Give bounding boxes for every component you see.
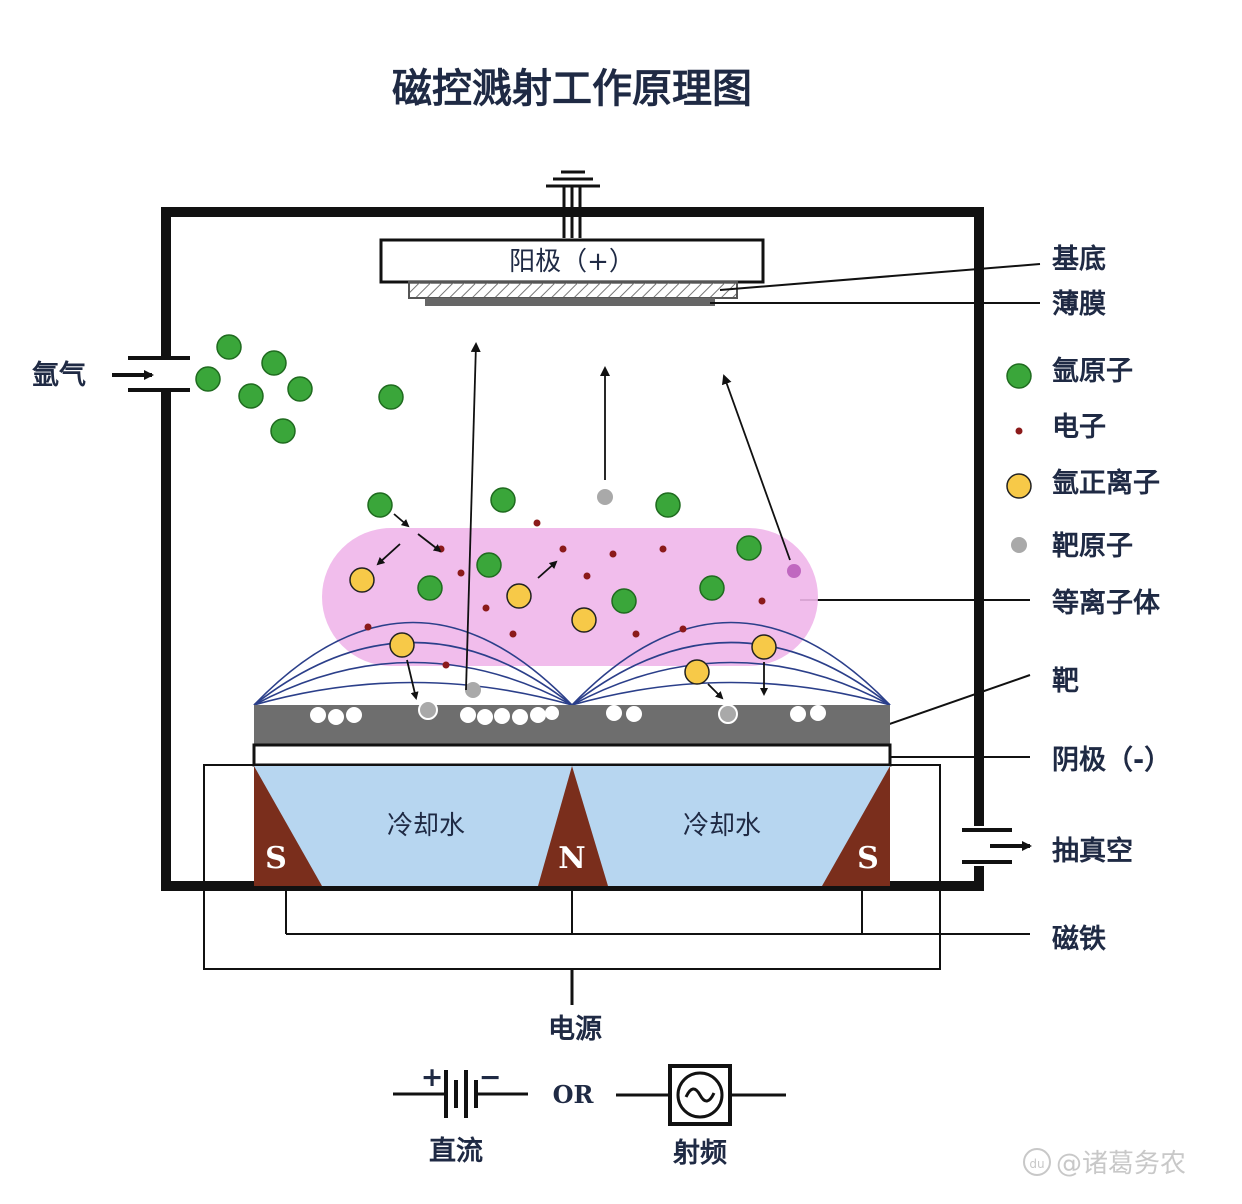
legend-target-atom-swatch bbox=[1011, 537, 1027, 553]
legend-argon-ion-swatch bbox=[1006, 473, 1032, 499]
argon-inlet bbox=[112, 356, 190, 392]
rf-label: 射频 bbox=[672, 1138, 727, 1169]
substrate-label: 基底 bbox=[1052, 243, 1106, 275]
rf-source-icon bbox=[616, 1064, 786, 1126]
target-label: 靶 bbox=[1052, 666, 1079, 697]
legend-target-atom-label: 靶原子 bbox=[1052, 531, 1133, 562]
electrons bbox=[364, 519, 766, 669]
cooling-water-label-right: 冷却水 bbox=[683, 811, 761, 841]
legend-electron-swatch bbox=[1015, 427, 1023, 435]
legend-electron-label: 电子 bbox=[1052, 412, 1106, 443]
magnet-left bbox=[254, 766, 322, 886]
ground-symbol bbox=[546, 170, 600, 238]
legend-argon-atom-swatch bbox=[1006, 363, 1032, 389]
film-label: 薄膜 bbox=[1052, 289, 1106, 320]
magnet-center bbox=[538, 766, 608, 886]
cathode-label: 阴极（-） bbox=[1052, 745, 1171, 776]
power-wiring bbox=[203, 764, 941, 1005]
anode-label: 阳极（+） bbox=[509, 247, 635, 277]
leader-lines bbox=[710, 263, 1041, 935]
cathode-plate bbox=[252, 743, 892, 767]
particle-trajectories bbox=[376, 342, 791, 700]
argon-gas-label: 氩气 bbox=[32, 360, 86, 391]
watermark-text: @诸葛务农 bbox=[1056, 1149, 1186, 1179]
magnet-pole-left: S bbox=[265, 841, 287, 876]
dc-battery-icon bbox=[393, 1070, 528, 1118]
magnet-pole-right: S bbox=[857, 841, 879, 876]
dc-label: 直流 bbox=[429, 1136, 483, 1167]
power-supply-label: 电源 bbox=[548, 1014, 602, 1045]
vacuum-pump-label: 抽真空 bbox=[1052, 835, 1133, 867]
film bbox=[425, 298, 715, 306]
magnet-pole-center: N bbox=[558, 841, 585, 876]
plasma-region bbox=[322, 528, 818, 666]
vacuum-outlet bbox=[962, 828, 1032, 864]
argon-atoms bbox=[195, 334, 762, 614]
dc-plus-sign: + bbox=[421, 1062, 444, 1093]
legend-argon-atom-label: 氩原子 bbox=[1052, 356, 1133, 387]
substrate bbox=[408, 281, 738, 299]
watermark: du @诸葛务农 bbox=[1023, 1148, 1186, 1179]
diagram-title: 磁控溅射工作原理图 bbox=[392, 66, 752, 112]
plasma-label: 等离子体 bbox=[1052, 587, 1161, 619]
target-atoms bbox=[418, 489, 801, 724]
erosion-pits bbox=[310, 705, 826, 725]
legend-argon-ion-label: 氩正离子 bbox=[1052, 467, 1160, 499]
argon-ions bbox=[349, 567, 777, 685]
cooling-water-label-left: 冷却水 bbox=[387, 811, 465, 841]
or-label: OR bbox=[553, 1080, 595, 1109]
watermark-badge: du bbox=[1029, 1157, 1044, 1171]
magnet-label: 磁铁 bbox=[1052, 924, 1106, 955]
dc-minus-sign: − bbox=[479, 1062, 502, 1093]
magnet-right bbox=[822, 766, 890, 886]
